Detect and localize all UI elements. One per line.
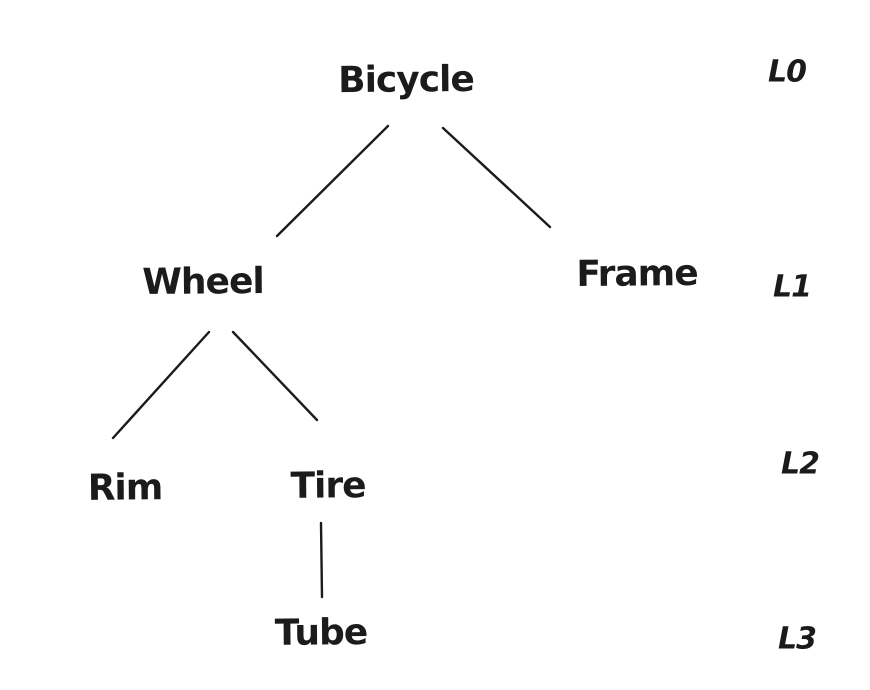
node-wheel: Wheel bbox=[142, 260, 264, 304]
edge-wheel-rim bbox=[111, 330, 211, 440]
edge-bicycle-frame bbox=[441, 126, 552, 229]
level-label-l1: L1 bbox=[773, 269, 812, 305]
node-rim: Rim bbox=[87, 467, 163, 509]
node-bicycle: Bicycle bbox=[337, 58, 475, 102]
node-frame: Frame bbox=[576, 252, 698, 296]
node-tube: Tube bbox=[274, 612, 368, 654]
level-label-l2: L2 bbox=[781, 446, 820, 482]
edge-bicycle-wheel bbox=[275, 124, 390, 238]
edge-tire-tube bbox=[319, 521, 324, 599]
edge-wheel-tire bbox=[231, 330, 319, 422]
level-label-l3: L3 bbox=[778, 621, 817, 657]
node-tire: Tire bbox=[290, 465, 366, 507]
level-label-l0: L0 bbox=[768, 54, 807, 90]
